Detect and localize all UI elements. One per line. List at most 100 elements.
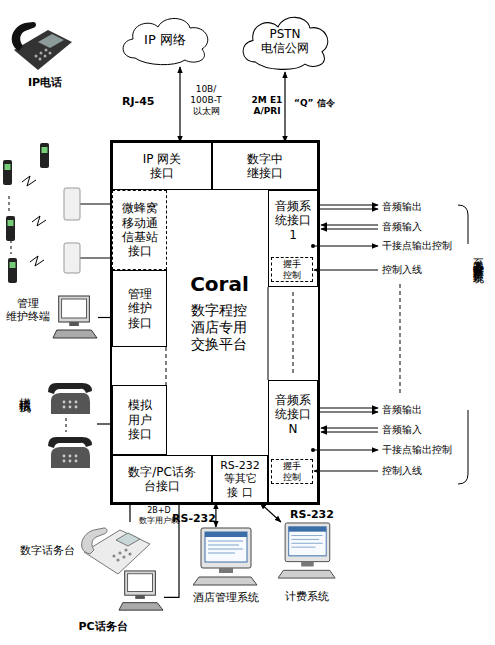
device-icon [75,460,78,463]
device-icon [291,539,319,540]
base-station [64,188,80,220]
signal-wire [80,204,110,205]
node-label: 数字程控 酒店专用 交换平台 [189,302,249,352]
node-label: IP 网关 接口 [137,152,187,181]
device-icon [219,568,233,573]
signal-wire [9,196,10,214]
device-icon [49,52,52,55]
signal-wire [320,412,378,413]
device-node: IP电话 [8,18,76,73]
node-label: 音频系 统接口 1 [273,199,313,242]
mobile-phone [42,147,48,153]
device-label: PC话务台 [63,620,143,633]
network-cloud: IP 网络 [115,12,215,67]
device-icon [193,527,258,587]
node-label: 数字中 继接口 [245,152,285,181]
annotation-label: 控制入线 [382,264,422,276]
device-icon [116,558,119,561]
mobile-phone [6,216,15,241]
interface-box: Coral数字程控 酒店专用 交换平台IP 网关 接口数字中 继接口微蜂窝 移动… [110,140,320,505]
device-icon [278,522,336,580]
device-icon [128,552,131,555]
device-label: IP电话 [20,76,70,89]
device-icon [42,378,97,470]
device-icon [205,532,247,562]
signal-wire [400,284,401,396]
node-label: RS-232 等其它 接 口 [217,459,263,499]
device-icon [285,523,330,562]
interface-box: 数字/PC话务 台接口 [112,455,212,503]
node-label: 音频系 统接口 N [273,393,313,436]
device-icon [69,460,72,463]
signal-wire [458,410,468,484]
device-icon [301,562,313,567]
device-icon [124,548,127,551]
device-node: 酒店管理系统 [193,527,258,587]
device-icon [48,383,92,414]
device-node: 数字话务台 [80,522,152,577]
device-icon [208,549,243,550]
device-node: 管理 维护终端 [52,295,98,340]
device-icon [48,437,92,468]
annotation-label: 干接点输出控制 [382,444,452,456]
device-icon [119,603,163,610]
device-icon [69,322,79,326]
signal-wire [268,287,269,380]
annotation-label: RJ-45 [122,95,154,108]
device-icon [53,330,97,338]
signal-wire [313,246,378,247]
device-icon [278,570,335,578]
annotation-label: 音频输出 [382,201,422,213]
device-icon [291,547,315,548]
device-icon [51,447,90,468]
annotation-label: 音频输出 [382,404,422,416]
annotation-label: “Q” 信令 [294,98,335,109]
base-station [64,243,80,273]
interface-box: 模拟 用户 接口 [112,385,167,455]
connector [284,72,285,142]
node-label: PSTN 电信公网 [257,27,313,56]
connector [260,503,281,522]
node-label: 握手 控制 [281,461,303,483]
device-icon [48,437,92,448]
mobile-phone [10,262,16,268]
mobile-phone [5,164,11,170]
network-cloud [243,17,328,69]
device-icon [45,49,48,52]
device-icon [208,541,243,542]
interface-box: 握手 控制 [271,459,313,484]
device-icon [208,545,239,546]
annotation-label: RS-232 [172,512,216,525]
device-icon [75,406,78,409]
device-icon [80,522,152,577]
device-label: 数字话务台 [16,544,78,557]
signal-wire [314,270,378,271]
device-icon [48,383,92,394]
device-icon [51,393,90,414]
device-icon [82,528,107,554]
device-icon [38,34,64,48]
device-label: 管理 维护终端 [5,297,51,323]
device-icon [52,295,98,340]
network-cloud [123,18,208,64]
device-label: 计费系统 [272,590,342,603]
annotation-label: 控制入线 [382,465,422,477]
connector [179,67,180,142]
node-label: 管理 维护 接口 [125,287,155,330]
signal-wire [458,205,468,244]
device-icon [59,296,90,322]
contact-dot [311,244,315,248]
mobile-phone [40,143,49,168]
device-icon [75,401,78,404]
annotation-label: 至中心及各个分区广播扩音系统 [472,250,485,264]
signal-wire [30,256,44,266]
mobile-phone [3,143,49,283]
annotation-label: 2M E1 A/PRI [250,95,284,117]
device-icon [12,22,36,51]
device-icon [44,55,47,58]
signal-wire [321,428,378,429]
signal-wire [166,347,167,385]
signal-wire [11,240,12,254]
signal-wire [9,176,468,484]
